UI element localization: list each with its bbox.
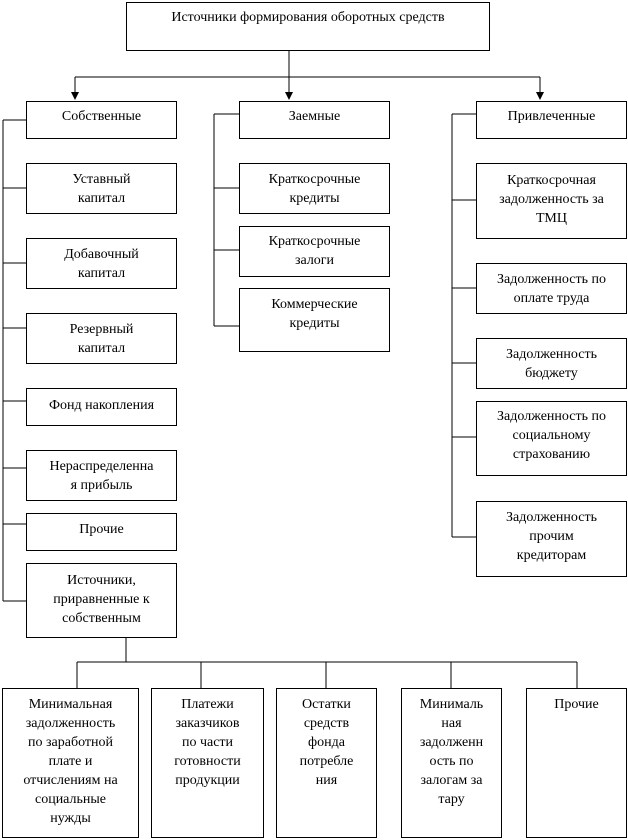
equivalent-item-other: Прочие <box>526 688 627 838</box>
borrowed-item-short-term-pledges: Краткосрочные залоги <box>239 226 390 277</box>
own-item-retained-earnings: Нераспределенна я прибыль <box>26 450 177 501</box>
attracted-item-tmc-debt: Краткосрочная задолженность за ТМЦ <box>476 163 627 239</box>
attracted-item-social-insurance-debt: Задолженность по социальному страхованию <box>476 401 627 476</box>
own-item-accumulation-fund: Фонд накопления <box>26 388 177 426</box>
borrowed-item-commercial-loans: Коммерческие кредиты <box>239 288 390 352</box>
equivalent-item-customer-payments: Платежи заказчиков по части готовности п… <box>151 688 264 838</box>
own-item-charter-capital: Уставный капитал <box>26 163 177 214</box>
category-attracted-label: Привлеченные <box>507 109 596 124</box>
equivalent-item-container-pledge-debt: Минималь ная задолженн ость по залогам з… <box>401 688 502 838</box>
attracted-item-other-creditors-debt: Задолженность прочим кредиторам <box>476 501 627 577</box>
root-label: Источники формирования оборотных средств <box>171 10 445 25</box>
category-own-box: Собственные <box>26 101 177 139</box>
own-item-other: Прочие <box>26 513 177 551</box>
attracted-item-wages-debt: Задолженность по оплате труда <box>476 263 627 314</box>
own-item-equivalent-sources: Источники, приравненные к собственным <box>26 563 177 638</box>
root-box: Источники формирования оборотных средств <box>126 2 490 51</box>
category-borrowed-box: Заемные <box>239 101 390 139</box>
borrowed-item-short-term-loans: Краткосрочные кредиты <box>239 163 390 214</box>
own-item-additional-capital: Добавочный капитал <box>26 238 177 289</box>
category-own-label: Собственные <box>61 109 142 124</box>
own-item-reserve-capital: Резервный капитал <box>26 313 177 364</box>
equivalent-item-min-wage-debt: Минимальная задолженность по заработной … <box>2 688 139 838</box>
category-attracted-box: Привлеченные <box>476 101 627 139</box>
attracted-item-budget-debt: Задолженность бюджету <box>476 338 627 389</box>
equivalent-item-consumption-fund-balance: Остатки средств фонда потребле ния <box>276 688 377 838</box>
category-borrowed-label: Заемные <box>288 109 341 124</box>
